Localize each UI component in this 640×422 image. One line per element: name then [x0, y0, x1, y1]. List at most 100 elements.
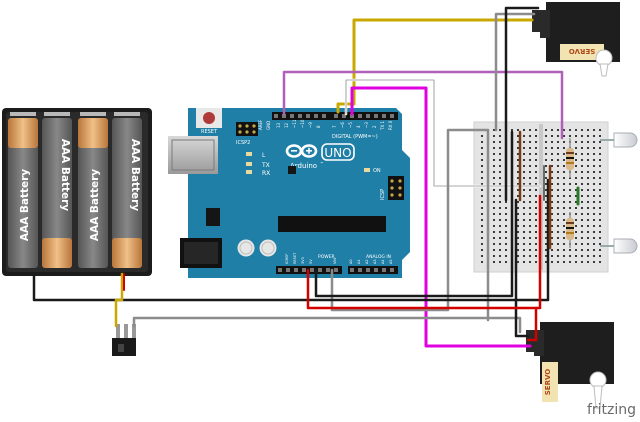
breadboard-hole: [481, 261, 483, 263]
breadboard-hole: [499, 171, 501, 173]
breadboard-hole: [493, 261, 495, 263]
breadboard-hole: [551, 147, 553, 149]
breadboard-hole: [535, 165, 537, 167]
on-label: ON: [373, 168, 381, 174]
breadboard-hole: [481, 141, 483, 143]
breadboard-hole: [499, 183, 501, 185]
breadboard-hole: [545, 225, 547, 227]
icsp-header: ICSP: [380, 176, 404, 200]
breadboard-hole: [557, 153, 559, 155]
analog-pin-label: A5: [389, 259, 393, 264]
digital-pin-label: 12: [284, 122, 289, 128]
breadboard-hole: [593, 231, 595, 233]
breadboard-hole: [523, 189, 525, 191]
breadboard-hole: [523, 207, 525, 209]
breadboard-hole: [551, 225, 553, 227]
breadboard-hole: [493, 147, 495, 149]
breadboard-hole: [587, 195, 589, 197]
breadboard-hole: [523, 165, 525, 167]
breadboard-hole: [481, 237, 483, 239]
breadboard-hole: [587, 171, 589, 173]
breadboard-hole: [493, 231, 495, 233]
breadboard-hole: [505, 255, 507, 257]
breadboard-hole: [569, 255, 571, 257]
usb-port[interactable]: [168, 136, 218, 174]
breadboard-hole: [481, 201, 483, 203]
breadboard-hole: [517, 225, 519, 227]
breadboard-hole: [505, 207, 507, 209]
breadboard-hole: [557, 201, 559, 203]
breadboard-hole: [481, 255, 483, 257]
breadboard-hole: [599, 171, 601, 173]
breadboard-hole: [545, 141, 547, 143]
breadboard-hole: [563, 237, 565, 239]
breadboard-hole: [523, 219, 525, 221]
battery-cell-label: AAA Battery: [19, 169, 31, 241]
breadboard-hole: [493, 225, 495, 227]
battery-cell-label: AAA Battery: [89, 169, 101, 241]
breadboard-hole: [569, 195, 571, 197]
on-led: [364, 168, 370, 172]
breadboard-hole: [545, 177, 547, 179]
digital-pin-label: RX 0: [388, 120, 393, 130]
breadboard-hole: [557, 147, 559, 149]
breadboard-hole: [535, 141, 537, 143]
breadboard-hole: [563, 219, 565, 221]
breadboard-hole: [481, 165, 483, 167]
breadboard-hole: [599, 165, 601, 167]
breadboard-hole: [587, 261, 589, 263]
breadboard-hole: [581, 135, 583, 137]
breadboard-hole: [563, 231, 565, 233]
breadboard-hole: [587, 237, 589, 239]
breadboard-hole: [563, 195, 565, 197]
breadboard-hole: [575, 249, 577, 251]
breadboard-hole: [563, 255, 565, 257]
fritzing-watermark: fritzing: [587, 402, 636, 418]
breadboard-hole: [517, 201, 519, 203]
breadboard-hole: [529, 225, 531, 227]
breadboard-hole: [493, 189, 495, 191]
breadboard-hole: [551, 177, 553, 179]
breadboard-hole: [557, 225, 559, 227]
breadboard-hole: [599, 243, 601, 245]
breadboard-hole: [517, 243, 519, 245]
breadboard-hole: [563, 135, 565, 137]
breadboard-hole: [517, 249, 519, 251]
breadboard-hole: [535, 153, 537, 155]
analog-header: ANALOG IN A0 A1 A2 A3 A4 A5: [348, 254, 398, 274]
breadboard-hole: [557, 237, 559, 239]
slide-switch[interactable]: [112, 324, 136, 356]
breadboard-hole: [551, 171, 553, 173]
breadboard-hole: [599, 195, 601, 197]
breadboard-hole: [563, 201, 565, 203]
breadboard-hole: [557, 231, 559, 233]
breadboard-hole: [587, 177, 589, 179]
breadboard-hole: [545, 159, 547, 161]
breadboard-hole: [551, 195, 553, 197]
breadboard-hole: [545, 147, 547, 149]
breadboard-hole: [587, 141, 589, 143]
digital-pin-label: TX 1: [380, 121, 385, 131]
breadboard-hole: [535, 195, 537, 197]
digital-pin-label: ~3: [364, 122, 369, 128]
breadboard-hole: [551, 243, 553, 245]
digital-header: AREF GND 13 12 ~11 ~10 ~9 8 7 ~6 ~5 4 ~3…: [258, 112, 398, 140]
breadboard-hole: [575, 195, 577, 197]
breadboard-hole: [599, 255, 601, 257]
breadboard-hole: [505, 219, 507, 221]
breadboard-hole: [599, 201, 601, 203]
breadboard-hole: [575, 177, 577, 179]
wire-yellow-battery: [114, 272, 124, 328]
breadboard-hole: [529, 249, 531, 251]
l-label: L: [262, 152, 266, 159]
breadboard-hole: [563, 171, 565, 173]
breadboard-hole: [593, 171, 595, 173]
breadboard-hole: [517, 213, 519, 215]
breadboard-hole: [551, 255, 553, 257]
aref-label: AREF: [258, 119, 263, 130]
breadboard-hole: [599, 213, 601, 215]
breadboard-hole: [481, 177, 483, 179]
breadboard-hole: [587, 249, 589, 251]
breadboard-hole: [481, 213, 483, 215]
wire-black-3: [514, 198, 530, 338]
